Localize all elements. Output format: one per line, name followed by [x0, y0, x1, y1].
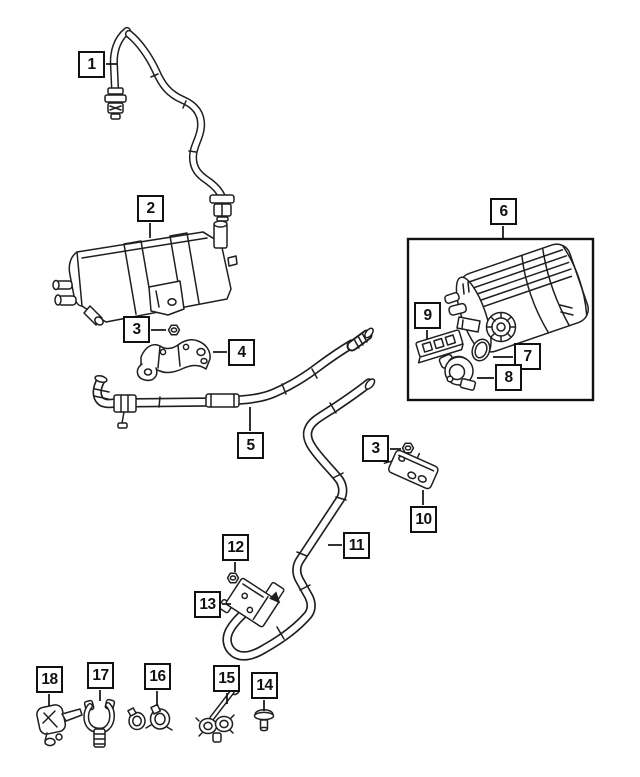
part-bracket-4	[136, 339, 211, 382]
part-oring-7	[471, 338, 491, 362]
callout-14-label: 14	[256, 676, 273, 694]
callout-15[interactable]: 15	[213, 665, 240, 692]
callout-12-label: 12	[227, 538, 244, 556]
callout-17-label: 17	[92, 666, 109, 684]
part-valve-13	[218, 577, 285, 628]
callout-12[interactable]: 12	[222, 534, 249, 561]
callout-8[interactable]: 8	[495, 364, 522, 391]
callout-9[interactable]: 9	[414, 302, 441, 329]
callout-4[interactable]: 4	[228, 339, 255, 366]
callout-15-label: 15	[218, 669, 235, 687]
callout-16[interactable]: 16	[144, 663, 171, 690]
part-clamp-17	[83, 698, 116, 748]
part-rings-16	[127, 703, 173, 731]
callout-7-label: 7	[523, 347, 532, 365]
callout-3b-label: 3	[371, 439, 380, 457]
callout-2-label: 2	[146, 199, 155, 217]
callout-16-label: 16	[149, 667, 166, 685]
part-clip-15	[195, 684, 240, 743]
part-tube-11	[222, 378, 376, 661]
callout-18-label: 18	[41, 670, 58, 688]
callout-3a-label: 3	[132, 320, 141, 338]
hose-1-connector-b	[209, 194, 235, 222]
part-nut-3b	[401, 442, 415, 454]
callout-13[interactable]: 13	[194, 591, 221, 618]
assembly-port-boss	[485, 311, 517, 343]
part-screw-14	[253, 709, 275, 732]
callout-18[interactable]: 18	[36, 666, 63, 693]
part-hose-1	[104, 26, 235, 222]
callout-14[interactable]: 14	[251, 672, 278, 699]
callout-1-label: 1	[87, 55, 96, 73]
callout-10[interactable]: 10	[410, 506, 437, 533]
hose-1-connector-a	[104, 87, 127, 120]
callout-2[interactable]: 2	[137, 195, 164, 222]
part-clip-18	[36, 704, 83, 747]
callout-17[interactable]: 17	[87, 662, 114, 689]
leader-lines	[48, 63, 513, 711]
part-pump-8	[438, 353, 477, 391]
callout-11[interactable]: 11	[343, 532, 370, 559]
callout-8-label: 8	[504, 368, 513, 386]
callout-13-label: 13	[199, 595, 216, 613]
callout-3a[interactable]: 3	[123, 316, 150, 343]
callout-3b[interactable]: 3	[362, 435, 389, 462]
part-nut-12	[226, 572, 240, 584]
part-canister-2	[52, 220, 238, 326]
part-filter-9	[415, 329, 464, 364]
callout-4-label: 4	[237, 343, 246, 361]
callout-6-label: 6	[499, 202, 508, 220]
callout-6[interactable]: 6	[490, 198, 517, 225]
part-nut-3a	[167, 324, 181, 336]
part-tube-5	[92, 327, 374, 429]
callout-5[interactable]: 5	[237, 432, 264, 459]
callout-9-label: 9	[423, 306, 432, 324]
part-bracket-10	[383, 449, 439, 490]
callout-1[interactable]: 1	[78, 51, 105, 78]
callout-5-label: 5	[246, 436, 255, 454]
callout-11-label: 11	[348, 536, 365, 554]
callout-10-label: 10	[415, 510, 432, 528]
